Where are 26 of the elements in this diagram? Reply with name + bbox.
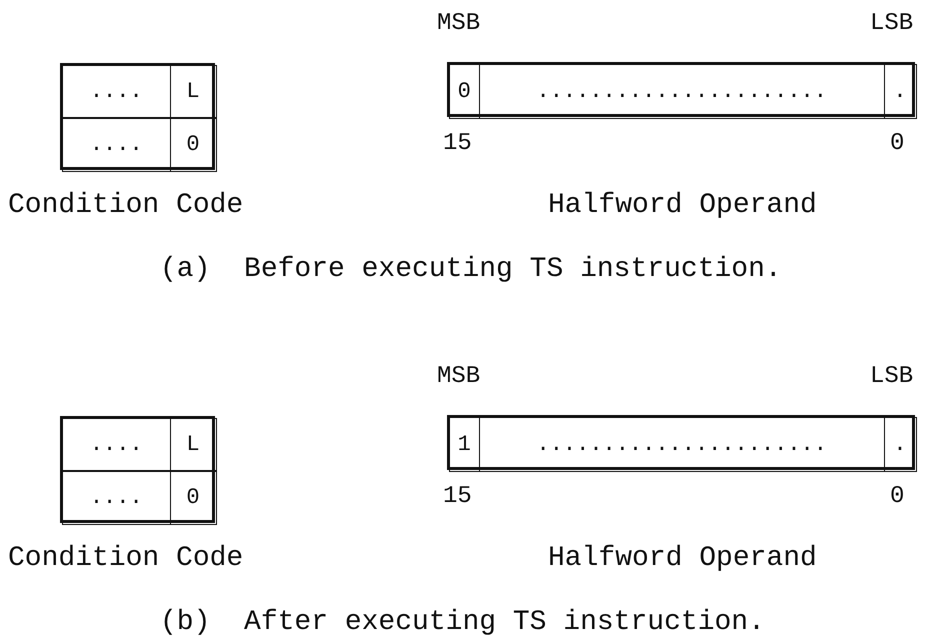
register-box [447, 415, 915, 470]
bit-field: . [884, 64, 916, 118]
bit-field: 0 [170, 118, 216, 172]
bit-field: L [170, 418, 216, 470]
bit-field: .... [62, 118, 171, 172]
bit-field: L [170, 64, 216, 118]
bit-number: 0 [890, 485, 904, 509]
bit-field: . [884, 416, 916, 472]
bit-field: 0 [170, 470, 216, 524]
bit-order-label: LSB [870, 365, 914, 389]
register-caption: Condition Code [8, 192, 244, 220]
bit-number: 15 [443, 485, 472, 509]
bit-order-label: MSB [437, 365, 480, 389]
bit-number: 0 [890, 132, 904, 156]
bit-number: 15 [443, 132, 472, 156]
register-box [60, 416, 215, 523]
bit-field: .... [62, 470, 171, 524]
bit-order-label: LSB [870, 12, 914, 36]
figure-caption: (b) After executing TS instruction. [160, 609, 765, 637]
bit-order-label: MSB [437, 12, 480, 36]
register-box [60, 63, 215, 170]
register-caption: Halfword Operand [548, 192, 817, 220]
register-caption: Condition Code [8, 545, 244, 573]
register-box [447, 62, 915, 117]
figure-caption: (a) Before executing TS instruction. [160, 256, 782, 284]
register-caption: Halfword Operand [548, 545, 817, 573]
